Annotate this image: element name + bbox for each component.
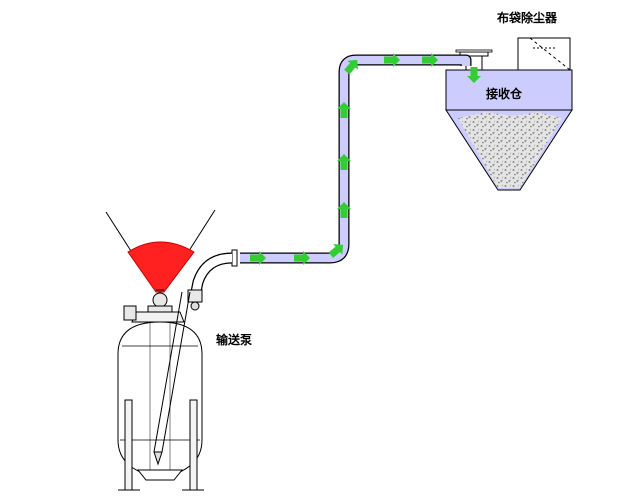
conveying-pump bbox=[117, 289, 204, 491]
receiving-bin bbox=[445, 49, 573, 191]
pump-label: 输送泵 bbox=[216, 332, 252, 347]
dust-collector-label: 布袋除尘器 bbox=[497, 10, 558, 25]
dust-collector bbox=[517, 37, 571, 71]
receiving-bin-label: 接收仓 bbox=[486, 86, 523, 101]
feed-hopper bbox=[105, 209, 216, 293]
conveying-pipe bbox=[190, 54, 472, 294]
